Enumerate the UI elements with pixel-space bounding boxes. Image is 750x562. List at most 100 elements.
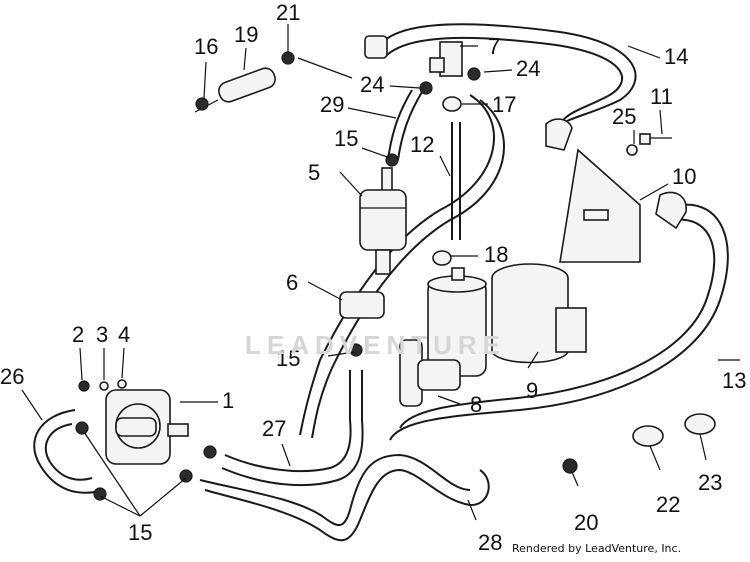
leader-29 (347, 107, 397, 119)
leader-16 (203, 61, 207, 99)
callout-10: 10 (672, 164, 696, 189)
leader-2 (79, 347, 83, 381)
callout-23: 23 (698, 470, 722, 495)
leader-4 (121, 347, 125, 379)
callout-16: 16 (194, 34, 218, 59)
fuel-filter (359, 189, 407, 251)
callout-22: 22 (656, 492, 680, 517)
valve-grommet-17 (442, 96, 462, 112)
bolt-11 (639, 133, 651, 145)
leader-23 (699, 433, 707, 461)
leader-9 (527, 351, 539, 369)
callout-12: 12 (410, 132, 434, 157)
leader-19 (243, 47, 247, 71)
hose-14-end-fitting (364, 35, 388, 59)
filter-inlet-nipple (381, 167, 393, 193)
callout-18: 18 (484, 242, 508, 267)
callout-26: 26 (0, 364, 24, 389)
leader-15-mid (327, 351, 355, 357)
callout-20: 20 (574, 510, 598, 535)
hose-19 (218, 67, 276, 103)
callout-15-top: 15 (334, 126, 358, 151)
callout-6: 6 (286, 270, 298, 295)
callout-8: 8 (470, 392, 482, 417)
clamp-15-e (385, 153, 399, 167)
washer-3 (99, 381, 109, 391)
callout-28: 28 (478, 530, 502, 555)
leader-15-a (83, 431, 141, 517)
hose-26 (33, 409, 96, 494)
callout-15-bottom: 15 (128, 520, 152, 545)
callout-4: 4 (118, 322, 130, 347)
hose-27 (221, 370, 364, 487)
washer-4 (117, 379, 127, 389)
band-clamp-23 (684, 413, 716, 435)
leader-5 (339, 171, 363, 197)
carburetor-nozzle (167, 423, 189, 437)
washer-25 (626, 144, 638, 156)
callout-15-mid: 15 (276, 346, 300, 371)
callout-13: 13 (722, 368, 746, 393)
fuel-pump-bracket (417, 359, 461, 391)
bracket (559, 148, 641, 263)
clamp-16 (195, 97, 209, 111)
hose-29 (387, 89, 423, 161)
clamp-15-c (179, 469, 193, 483)
clamp-15-d (203, 445, 217, 459)
carburetor-throat (115, 417, 157, 437)
filter-outlet-nipple (375, 249, 391, 275)
callout-29: 29 (320, 92, 344, 117)
bracket-slot (583, 209, 609, 221)
callout-7: 7 (488, 34, 500, 59)
mount-sleeve (491, 278, 569, 364)
mount-sleeve-tab (555, 307, 587, 353)
leader-8 (437, 395, 461, 405)
fuel-pump-cap (451, 267, 465, 281)
hose-13 (389, 203, 729, 441)
elbow-fitting-14 (545, 118, 573, 151)
leader-12 (439, 155, 451, 177)
clamp-24-a (419, 81, 433, 95)
callout-3: 3 (96, 322, 108, 347)
callout-24-right: 24 (516, 56, 540, 81)
watermark: LEADVENTURE (245, 330, 507, 360)
callout-1: 1 (222, 388, 234, 413)
callout-24-left: 24 (360, 72, 384, 97)
callout-19: 19 (234, 22, 258, 47)
screw-2 (78, 380, 90, 392)
clamp-15-a (75, 421, 89, 435)
callout-27: 27 (262, 416, 286, 441)
callout-11: 11 (650, 84, 673, 109)
leader-24-b (483, 69, 513, 73)
leader-10 (639, 183, 669, 201)
band-clamp-22 (632, 425, 664, 447)
leader-20 (571, 471, 579, 487)
filter-clip (339, 291, 385, 319)
grommet-18 (432, 250, 452, 266)
hose-19-to-14 (297, 57, 353, 79)
clamp-15-f (349, 343, 363, 357)
leader-15-c (139, 477, 187, 517)
leader-11 (659, 109, 663, 135)
callout-2: 2 (72, 322, 84, 347)
leader-28 (467, 499, 477, 521)
leader-24-a (389, 85, 421, 89)
hose-14 (379, 23, 637, 129)
callout-21: 21 (276, 0, 300, 25)
callout-25: 25 (612, 104, 636, 129)
fuel-valve-lever (429, 57, 445, 73)
leader-15-b (99, 495, 141, 517)
clamp-21 (281, 51, 295, 65)
elbow-fitting-13 (655, 191, 687, 230)
clamp-24-b (467, 67, 481, 81)
leader-6 (307, 281, 343, 301)
callout-9: 9 (526, 378, 538, 403)
leader-27 (281, 443, 291, 467)
hose-28 (199, 453, 490, 542)
callout-17: 17 (492, 92, 516, 117)
leader-15-top (361, 147, 391, 159)
hose-14-inner (383, 36, 624, 123)
callout-14: 14 (664, 44, 688, 69)
